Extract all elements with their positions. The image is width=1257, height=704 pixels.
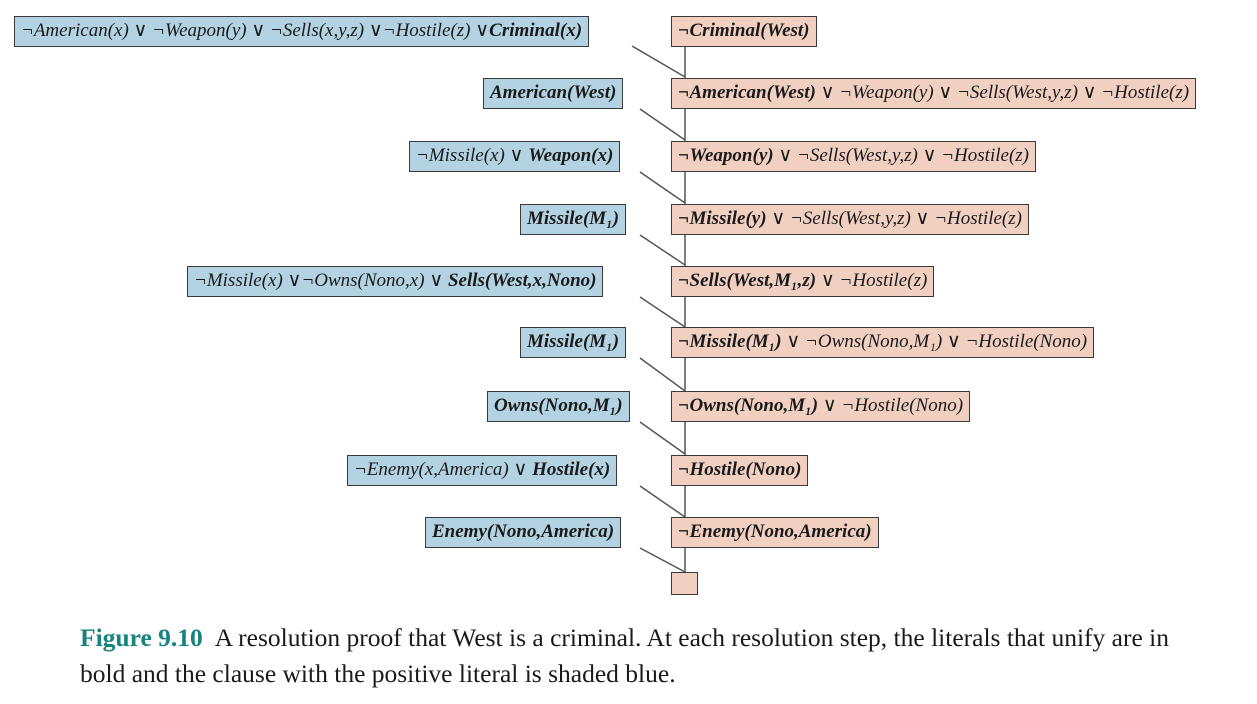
literal-bold: Weapon(x) xyxy=(528,145,614,166)
literal: ∨ ¬Sells(West,y,z) ∨ ¬Hostile(z) xyxy=(773,145,1029,166)
literal: ¬Missile(x) ∨ xyxy=(416,145,529,166)
literal-bold: Hostile(x) xyxy=(532,459,611,480)
literal-bold: ¬Enemy(Nono,America) xyxy=(678,521,872,542)
clause-right-2: ¬Weapon(y) ∨ ¬Sells(West,y,z) ∨ ¬Hostile… xyxy=(671,141,1036,172)
clause-left-6: Owns(Nono,M₁) xyxy=(487,391,630,422)
literal: ∨ ¬Owns(Nono,M₁) ∨ ¬Hostile(Nono) xyxy=(781,331,1088,352)
caption-text: A resolution proof that West is a crimin… xyxy=(80,623,1169,688)
empty-clause-box xyxy=(671,572,698,595)
literal: ∨ ¬Hostile(z) xyxy=(816,270,928,291)
clause-left-0: ¬American(x) ∨ ¬Weapon(y) ∨ ¬Sells(x,y,z… xyxy=(14,16,590,47)
clause-right-5: ¬Missile(M₁) ∨ ¬Owns(Nono,M₁) ∨ ¬Hostile… xyxy=(671,327,1095,358)
literal: ¬American(x) ∨ ¬Weapon(y) ∨ ¬Sells(x,y,z… xyxy=(21,20,490,41)
clause-right-0: ¬Criminal(West) xyxy=(671,16,817,47)
clause-right-4: ¬Sells(West,M₁,z) ∨ ¬Hostile(z) xyxy=(671,266,935,297)
clause-left-4: ¬Missile(x) ∨¬Owns(Nono,x) ∨ Sells(West,… xyxy=(187,266,604,297)
literal: ∨ ¬Sells(West,y,z) ∨ ¬Hostile(z) xyxy=(766,208,1022,229)
figure-label: Figure 9.10 xyxy=(80,623,203,652)
literal-bold: ¬Hostile(Nono) xyxy=(678,459,802,480)
literal-bold: Enemy(Nono,America) xyxy=(432,521,615,542)
literal-bold: Missile(M₁) xyxy=(527,331,620,352)
clause-left-7: ¬Enemy(x,America) ∨ Hostile(x) xyxy=(347,455,618,486)
clause-right-6: ¬Owns(Nono,M₁) ∨ ¬Hostile(Nono) xyxy=(671,391,971,422)
literal-bold: ¬Missile(y) xyxy=(678,208,767,229)
literal: ∨ ¬Hostile(Nono) xyxy=(818,395,964,416)
literal-bold: ¬Weapon(y) xyxy=(678,145,774,166)
literal-bold: Missile(M₁) xyxy=(527,208,620,229)
literal-bold: American(West) xyxy=(490,82,617,103)
literal: ¬Missile(x) ∨¬Owns(Nono,x) ∨ xyxy=(194,270,448,291)
clause-left-5: Missile(M₁) xyxy=(520,327,627,358)
literal-bold: Owns(Nono,M₁) xyxy=(494,395,623,416)
literal-bold: Sells(West,x,Nono) xyxy=(447,270,597,291)
clause-right-7: ¬Hostile(Nono) xyxy=(671,455,809,486)
literal-bold: Criminal(x) xyxy=(489,20,583,41)
clause-left-1: American(West) xyxy=(483,78,624,109)
clause-right-8: ¬Enemy(Nono,America) xyxy=(671,517,879,548)
clause-left-2: ¬Missile(x) ∨ Weapon(x) xyxy=(409,141,621,172)
literal-bold: ¬Sells(West,M₁,z) xyxy=(678,270,817,291)
literal: ¬Enemy(x,America) ∨ xyxy=(354,459,533,480)
clause-left-3: Missile(M₁) xyxy=(520,204,627,235)
literal: ∨ ¬Weapon(y) ∨ ¬Sells(West,y,z) ∨ ¬Hosti… xyxy=(815,82,1190,103)
clause-right-1: ¬American(West) ∨ ¬Weapon(y) ∨ ¬Sells(We… xyxy=(671,78,1197,109)
clause-left-8: Enemy(Nono,America) xyxy=(425,517,622,548)
literal-bold: ¬American(West) xyxy=(678,82,816,103)
literal-bold: ¬Owns(Nono,M₁) xyxy=(678,395,819,416)
clause-right-3: ¬Missile(y) ∨ ¬Sells(West,y,z) ∨ ¬Hostil… xyxy=(671,204,1029,235)
literal-bold: ¬Criminal(West) xyxy=(678,20,810,41)
literal-bold: ¬Missile(M₁) xyxy=(678,331,782,352)
